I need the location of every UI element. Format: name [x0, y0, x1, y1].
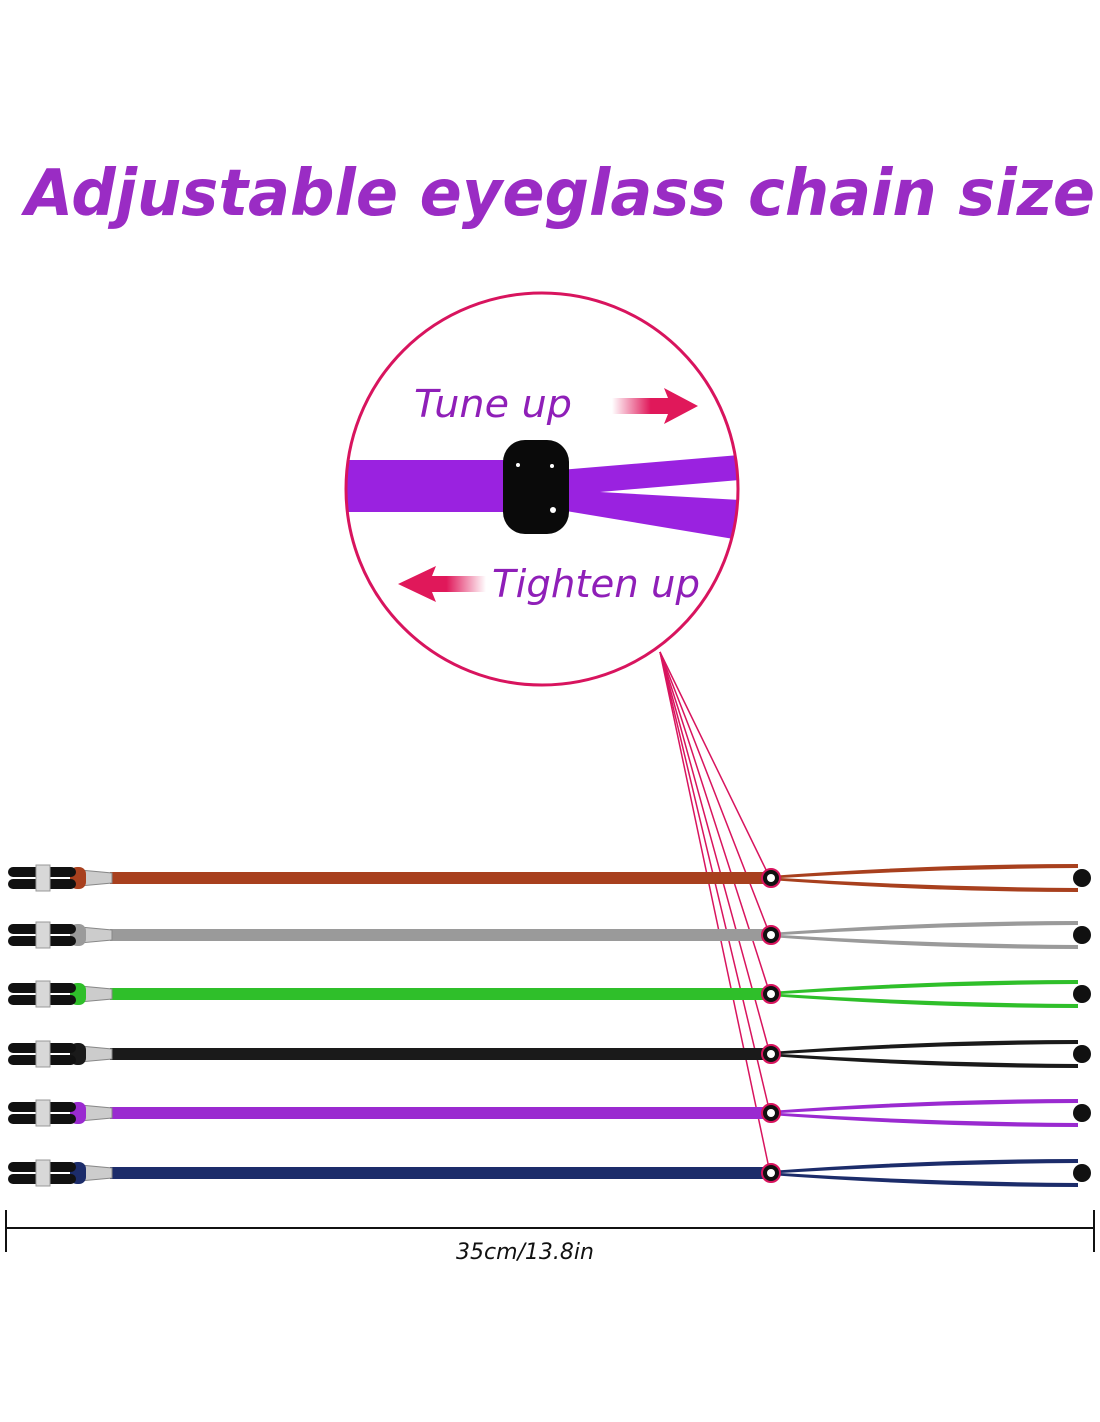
- leader-line: [659, 651, 771, 1174]
- measurement-bar: 35cm/13.8in: [5, 1210, 1095, 1265]
- cord-loop: [770, 864, 1078, 892]
- page-title: Adjustable eyeglass chain size: [20, 157, 1095, 231]
- inset-ring: [344, 291, 740, 687]
- end-bead: [1073, 1164, 1091, 1182]
- end-bead: [1073, 1045, 1091, 1063]
- arrow-right-icon: [612, 388, 698, 424]
- cord-strand: [110, 988, 770, 1000]
- leader-line: [659, 651, 771, 936]
- inset-cord: [346, 460, 510, 512]
- cord-list: [8, 864, 1091, 1187]
- leader-lines: [659, 651, 771, 1174]
- slider-bead: [503, 440, 569, 534]
- inset-cord-loop: [560, 455, 738, 540]
- cord-strand: [110, 1048, 770, 1060]
- cord-brown: [8, 864, 1091, 892]
- cord-strand: [110, 1107, 770, 1119]
- tighten-up-label: Tighten up: [492, 562, 700, 606]
- rubber-grip: [8, 1099, 76, 1127]
- cord-loop: [770, 1159, 1078, 1187]
- leader-line: [659, 651, 771, 879]
- end-bead: [1073, 1104, 1091, 1122]
- rubber-grip: [8, 1159, 76, 1187]
- cord-loop: [770, 921, 1078, 949]
- rubber-grip: [8, 1040, 76, 1068]
- cord-strand: [110, 929, 770, 941]
- cord-purple: [8, 1099, 1091, 1127]
- cord-gray: [8, 921, 1091, 949]
- cord-strand: [110, 1167, 770, 1179]
- cord-navy: [8, 1159, 1091, 1187]
- rubber-grip: [8, 980, 76, 1008]
- tune-up-label: Tune up: [414, 382, 572, 426]
- cord-black: [8, 1040, 1091, 1068]
- cord-strand: [110, 872, 770, 884]
- rubber-grip: [8, 921, 76, 949]
- end-bead: [1073, 926, 1091, 944]
- leader-line: [659, 651, 771, 995]
- measurement-label: 35cm/13.8in: [456, 1240, 594, 1265]
- cord-loop: [770, 1099, 1078, 1127]
- cord-loop: [770, 1040, 1078, 1068]
- cord-loop: [770, 980, 1078, 1008]
- arrow-left-icon: [398, 566, 486, 602]
- rubber-grip: [8, 864, 76, 892]
- leader-line: [659, 651, 771, 1055]
- end-bead: [1073, 985, 1091, 1003]
- cord-green: [8, 980, 1091, 1008]
- end-bead: [1073, 869, 1091, 887]
- adjuster-inset: Tune up Tighten up: [344, 291, 740, 687]
